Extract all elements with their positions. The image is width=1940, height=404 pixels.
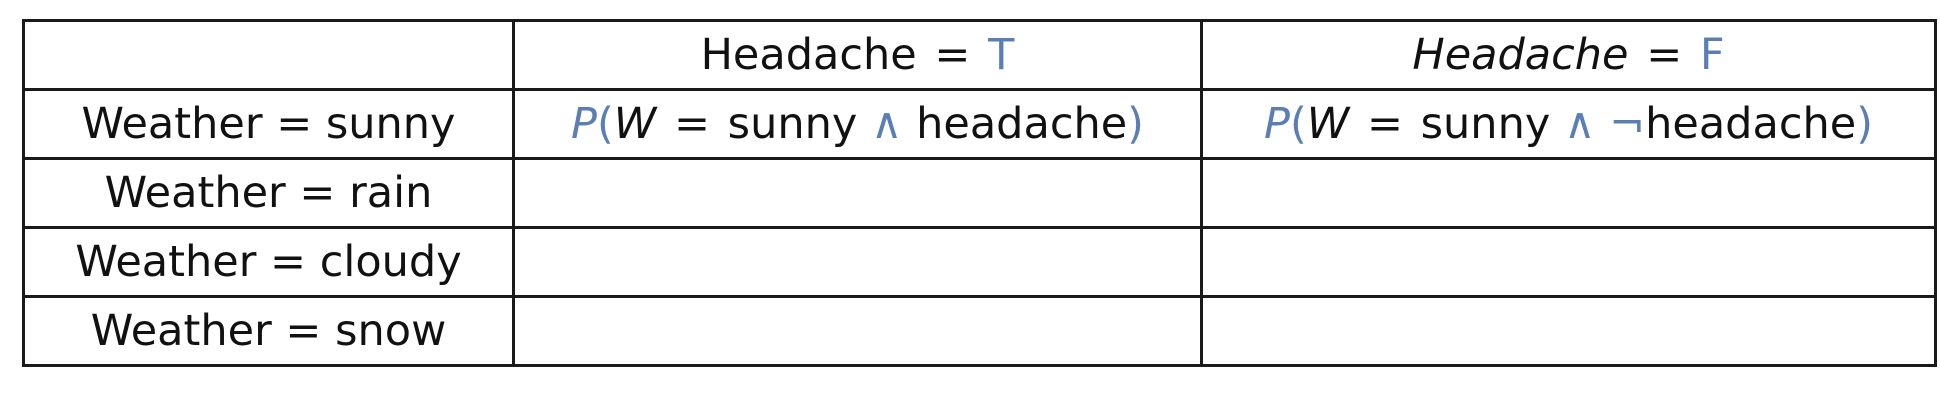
header-headache-false: Headache = F [1200, 19, 1937, 91]
header-var: Headache [1412, 29, 1629, 80]
row-label: Weather = rain [22, 157, 515, 229]
table-row: Weather = snow [22, 295, 1937, 367]
prob-sunny-not-headache: P(W = sunny ∧ ¬headache) [1200, 88, 1937, 160]
empty-cell [1200, 157, 1937, 229]
row-label: Weather = sunny [22, 88, 515, 160]
header-var: Headache [700, 29, 917, 80]
true-value: T [988, 29, 1015, 80]
table-row: Weather = sunny P(W = sunny ∧ headache) … [22, 88, 1937, 160]
equals-sign: = [934, 29, 971, 80]
empty-cell [1200, 295, 1937, 367]
empty-cell [512, 157, 1203, 229]
empty-cell [512, 295, 1203, 367]
corner-cell [22, 19, 515, 91]
header-row: Headache = T Headache = F [22, 19, 1937, 91]
empty-cell [1200, 226, 1937, 298]
equals-sign: = [1646, 29, 1683, 80]
table-row: Weather = rain [22, 157, 1937, 229]
false-value: F [1699, 29, 1725, 80]
table-row: Weather = cloudy [22, 226, 1937, 298]
header-headache-true: Headache = T [512, 19, 1203, 91]
prob-sunny-headache: P(W = sunny ∧ headache) [512, 88, 1203, 160]
empty-cell [512, 226, 1203, 298]
joint-probability-table: Headache = T Headache = F Weather = sunn… [22, 19, 1937, 367]
joint-probability-table-container: Headache = T Headache = F Weather = sunn… [22, 19, 1937, 367]
row-label: Weather = snow [22, 295, 515, 367]
row-label: Weather = cloudy [22, 226, 515, 298]
